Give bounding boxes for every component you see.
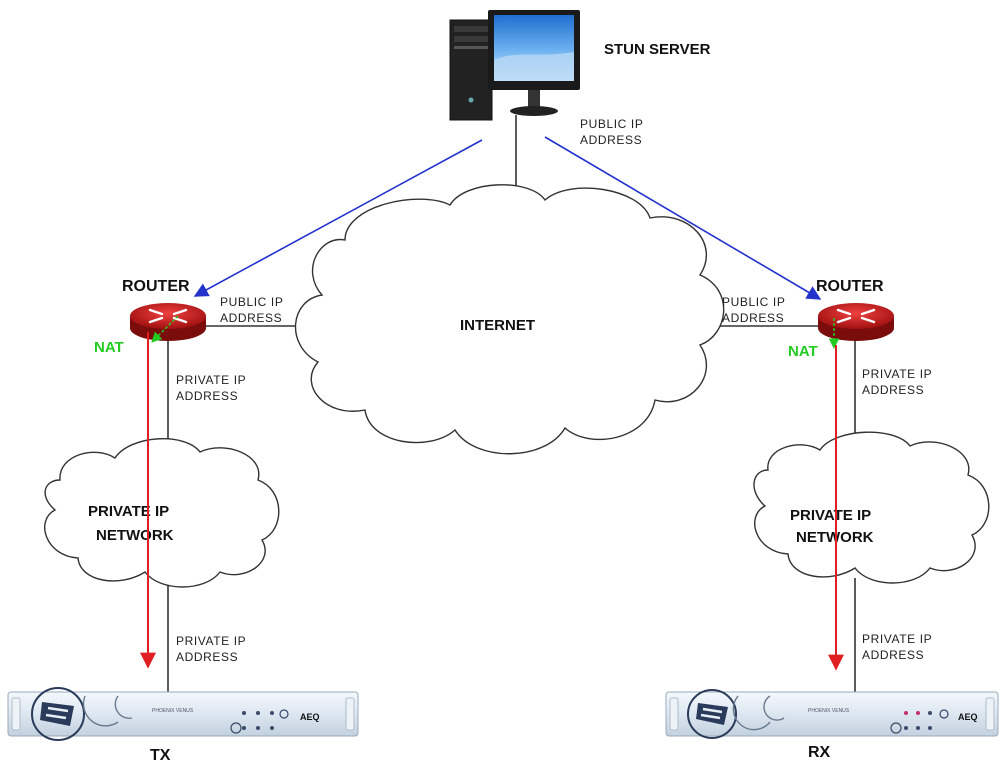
left-network-label: PRIVATE IP: [88, 503, 169, 520]
tx-device-label: TX: [150, 747, 171, 764]
left-private-network-cloud: [44, 438, 280, 588]
left-router-label: ROUTER: [122, 278, 190, 295]
right-public-ip-address-label: ADDRESS: [722, 311, 784, 325]
internet-cloud: [294, 184, 725, 455]
left-stun-signal-arrow: [193, 139, 483, 297]
left-public-ip-label: PUBLIC IP: [220, 295, 283, 309]
stun-server-label: STUN SERVER: [604, 41, 711, 58]
tx-device-brand-label: AEQ: [300, 712, 320, 722]
stun-server-computer-icon: [449, 10, 580, 121]
right-router-label: ROUTER: [816, 278, 884, 295]
left-private-ip-top-address-label: ADDRESS: [176, 389, 238, 403]
right-private-ip-bottom-address-label: ADDRESS: [862, 648, 924, 662]
rx-device-brand-label: AEQ: [958, 712, 978, 722]
left-nat-label: NAT: [94, 339, 124, 356]
right-private-ip-top-label: PRIVATE IP: [862, 367, 932, 381]
left-private-ip-top-label: PRIVATE IP: [176, 373, 246, 387]
tx-codec-device-icon: [7, 687, 359, 741]
stun-public-ip-label: PUBLIC IP: [580, 117, 643, 131]
left-nat-arrow: [151, 315, 179, 343]
right-public-ip-label: PUBLIC IP: [722, 295, 785, 309]
left-private-ip-bottom-address-label: ADDRESS: [176, 650, 238, 664]
rx-codec-device-icon: [665, 689, 999, 739]
left-router-icon: [130, 303, 206, 341]
stun-public-ip-address-label: ADDRESS: [580, 133, 642, 147]
right-network-label: PRIVATE IP: [790, 507, 871, 524]
left-network-label-2: NETWORK: [96, 527, 174, 544]
right-network-label-2: NETWORK: [796, 529, 874, 546]
internet-label: INTERNET: [460, 317, 535, 334]
rx-device-label: RX: [808, 744, 831, 761]
right-stun-signal-arrow: [544, 136, 822, 300]
tx-device-model-label: PHOENIX VENUS: [152, 708, 194, 714]
right-private-network-cloud: [753, 431, 990, 584]
right-nat-label: NAT: [788, 343, 818, 360]
left-public-ip-address-label: ADDRESS: [220, 311, 282, 325]
right-router-icon: [818, 303, 894, 341]
right-private-ip-bottom-label: PRIVATE IP: [862, 632, 932, 646]
left-private-ip-bottom-label: PRIVATE IP: [176, 634, 246, 648]
network-links: [167, 115, 856, 692]
rx-device-model-label: PHOENIX VENUS: [808, 708, 850, 714]
right-private-ip-top-address-label: ADDRESS: [862, 383, 924, 397]
